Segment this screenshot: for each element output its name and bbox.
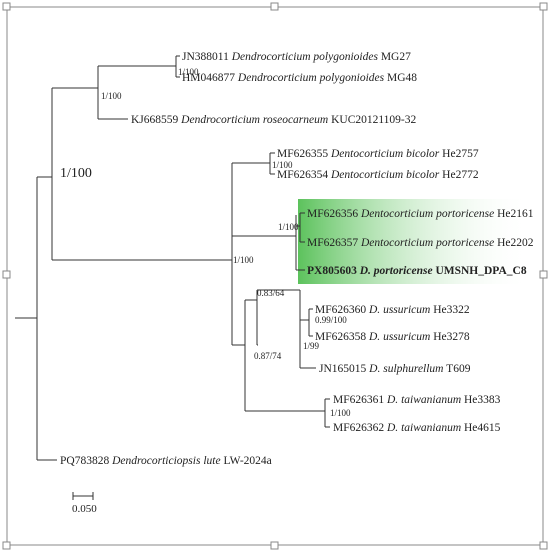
support-value: 1/100 bbox=[272, 160, 293, 170]
tip-label: MF626361 D. taiwanianum He3383 bbox=[333, 394, 501, 406]
tip-label-new-specimen: PX805603 D. portoricense UMSNH_DPA_C8 bbox=[307, 265, 527, 277]
corner-handle-br bbox=[539, 541, 548, 550]
tip-label: PQ783828 Dendrocorticiopsis lute LW-2024… bbox=[60, 455, 272, 467]
support-value: 0.83/64 bbox=[257, 288, 285, 298]
support-value: 1/100 bbox=[101, 91, 122, 101]
support-value: 1/100 bbox=[278, 222, 299, 232]
tip-label: MF626354 Dentocorticium bicolor He2772 bbox=[277, 169, 479, 181]
support-value: 1/100 bbox=[233, 255, 254, 265]
scale-bar-label: 0.050 bbox=[72, 503, 97, 515]
corner-handle-tr bbox=[539, 2, 548, 11]
support-value: 1/100 bbox=[178, 67, 199, 77]
tip-label: KJ668559 Dendrocorticium roseocarneum KU… bbox=[131, 114, 417, 126]
tip-label: HM046877 Dendrocorticium polygonioides M… bbox=[182, 72, 417, 84]
edge-handle-bottom bbox=[270, 541, 279, 550]
tip-label: JN165015 D. sulphurellum T609 bbox=[319, 363, 471, 375]
tip-labels: JN388011 Dendrocorticium polygonioides M… bbox=[60, 51, 534, 467]
support-value: 0.87/74 bbox=[254, 351, 282, 361]
edge-handle-right bbox=[539, 270, 548, 279]
scale-bar: 0.050 bbox=[72, 492, 97, 515]
edge-handle-top bbox=[270, 2, 279, 11]
tip-label: MF626355 Dentocorticium bicolor He2757 bbox=[277, 148, 479, 160]
support-value: 0.99/100 bbox=[315, 315, 347, 325]
tree-branches bbox=[15, 55, 330, 461]
edge-handle-left bbox=[2, 270, 11, 279]
support-value: 1/100 bbox=[60, 166, 92, 181]
corner-handle-tl bbox=[2, 2, 11, 11]
support-value: 1/100 bbox=[330, 408, 351, 418]
support-value: 1/99 bbox=[303, 341, 320, 351]
support-values: 1/100 1/100 1/100 1/100 1/100 1/100 0.83… bbox=[60, 67, 351, 418]
tip-label: MF626357 Dentocorticium portoricense He2… bbox=[307, 237, 534, 249]
tip-label: MF626362 D. taiwanianum He4615 bbox=[333, 422, 501, 434]
tip-label: MF626358 D. ussuricum He3278 bbox=[315, 331, 470, 343]
highlighted-clade-portoricense bbox=[298, 199, 530, 284]
corner-handle-bl bbox=[2, 541, 11, 550]
tip-label: JN388011 Dendrocorticium polygonioides M… bbox=[182, 51, 411, 63]
tip-label: MF626360 D. ussuricum He3322 bbox=[315, 304, 470, 316]
tip-label: MF626356 Dentocorticium portoricense He2… bbox=[307, 208, 534, 220]
